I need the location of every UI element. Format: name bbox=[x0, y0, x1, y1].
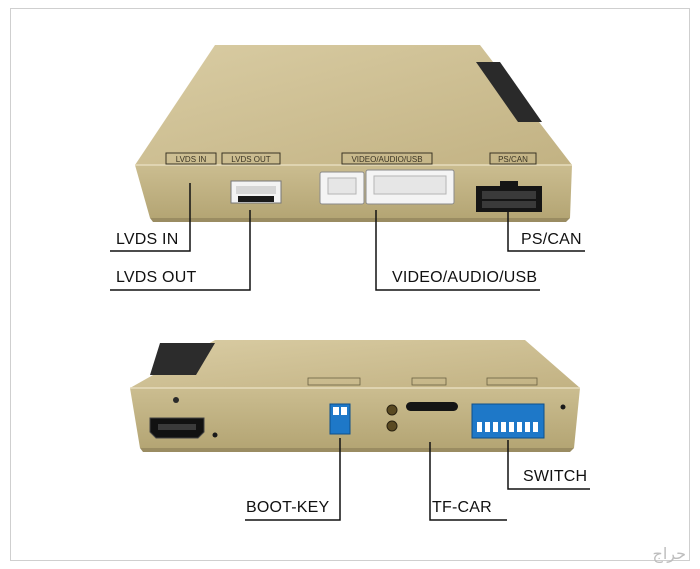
device-bottom-front-face bbox=[130, 388, 580, 448]
device-top-view: LVDS IN LVDS OUT VIDEO/AUDIO/USB PS/CAN bbox=[135, 45, 572, 222]
bottom-callout-lines bbox=[245, 438, 590, 521]
lvds-out-connector bbox=[230, 180, 282, 204]
silk-lvds-out: LVDS OUT bbox=[231, 155, 271, 164]
label-sticker bbox=[476, 62, 542, 122]
hdmi-port bbox=[149, 417, 205, 439]
ps-can-connector bbox=[476, 181, 542, 212]
callout-lvds-out: LVDS OUT bbox=[116, 269, 197, 286]
silk-lvds-in: LVDS IN bbox=[176, 155, 207, 164]
label-sticker-bottom bbox=[150, 343, 215, 375]
dip-switch bbox=[471, 403, 545, 439]
device-top-face bbox=[135, 45, 572, 165]
boot-key-switch bbox=[329, 403, 351, 435]
callout-boot-key: BOOT-KEY bbox=[246, 499, 330, 516]
callout-switch: SWITCH bbox=[523, 468, 588, 485]
device-bottom-top-face bbox=[130, 340, 580, 388]
top-callout-lines bbox=[110, 183, 585, 291]
callout-ps-can: PS/CAN bbox=[521, 231, 582, 248]
watermark-logo: حراج bbox=[652, 544, 687, 563]
video-audio-usb-connector bbox=[319, 169, 455, 205]
silk-video-audio-usb: VIDEO/AUDIO/USB bbox=[351, 155, 422, 164]
callout-lvds-in: LVDS IN bbox=[116, 231, 179, 248]
silk-ps-can: PS/CAN bbox=[498, 155, 528, 164]
callout-video-audio-usb: VIDEO/AUDIO/USB bbox=[392, 269, 538, 286]
device-bottom-view bbox=[130, 340, 580, 452]
tf-card-slot bbox=[406, 402, 458, 411]
callout-tf-car: TF-CAR bbox=[432, 499, 492, 516]
